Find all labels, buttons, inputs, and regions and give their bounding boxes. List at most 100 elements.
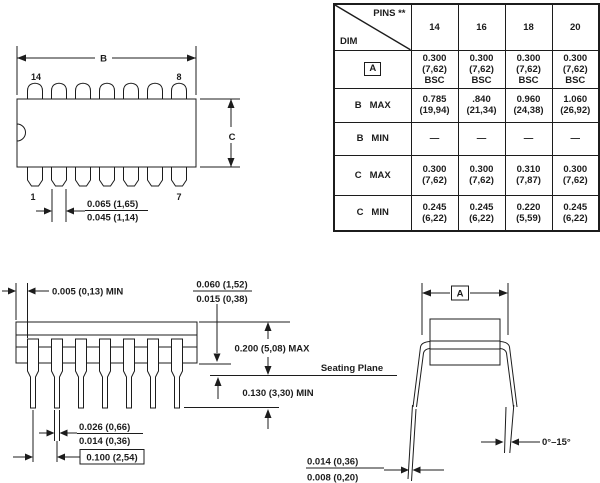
c-dim-extension-lines (200, 98, 240, 168)
table-cell: 0.300 (7,62) (410, 154, 459, 196)
body-parting-lines (430, 340, 500, 350)
package-body-end-view (429, 318, 501, 366)
top-row-pins (27, 82, 187, 100)
table-cell: 0.785 (19,94) (410, 87, 459, 123)
lead-outer-edge (412, 341, 431, 408)
standoff-max: 0.060 (1,52) (196, 280, 247, 291)
edge-to-lead-extension-lines (15, 283, 28, 338)
arrowhead-left (59, 429, 68, 437)
arrowhead-down (264, 366, 272, 375)
table-cell: 0.300 (7,62) (457, 154, 506, 196)
side-view: 0.005 (0,13) MIN 0.060 (1,52) 0.015 (0,3… (2, 280, 397, 465)
table-row: B MAX 0.785 (19,94) .840 (21,34) 0.960 (… (333, 87, 600, 123)
boxed-a-label: A (364, 62, 382, 77)
pin (75, 338, 87, 409)
arrowhead-up (227, 99, 235, 108)
row-label-b-max: B MAX (333, 87, 412, 123)
row-label-b-min: B MIN (333, 121, 412, 156)
pin (27, 82, 43, 100)
pin8-label: 8 (176, 72, 181, 82)
table-cell: 0.300 (7,62) BSC (457, 49, 506, 89)
pin (51, 82, 67, 100)
table-cell: — (551, 121, 600, 156)
pin (171, 82, 187, 100)
table-cell: 1.060 (26,92) (551, 87, 600, 123)
table-row: A 0.300 (7,62) BSC 0.300 (7,62) BSC 0.30… (333, 49, 600, 89)
pins-header-label: PINS ** (373, 8, 406, 19)
side-lead-width-min: 0.014 (0,36) (79, 436, 130, 447)
pin (51, 338, 63, 409)
pin (147, 166, 163, 187)
table-cell: 0.300 (7,62) BSC (410, 49, 459, 89)
table-cell: .840 (21,34) (457, 87, 506, 123)
pin (99, 338, 111, 409)
arrowhead-up (264, 409, 272, 418)
diagonal-divider (335, 5, 411, 50)
pin (27, 166, 43, 187)
row-label-a: A (333, 49, 412, 89)
table-row: C MIN 0.245 (6,22) 0.245 (6,22) 0.220 (5… (333, 194, 600, 232)
arrowhead-down (213, 353, 221, 362)
table-cell: 0.300 (7,62) BSC (551, 49, 600, 89)
table-cell: 0.245 (6,22) (551, 194, 600, 232)
arrowhead-left (27, 287, 36, 295)
height-dim: 0.200 (5,08) MAX (235, 344, 311, 355)
pin (123, 82, 139, 100)
lead-tip-outer (509, 404, 515, 454)
pin (171, 338, 183, 409)
table-header-corner: PINS ** DIM (333, 3, 412, 51)
pin (99, 166, 115, 187)
table-cell: 0.300 (7,62) (551, 154, 600, 196)
pitch-dim-box (79, 449, 145, 465)
arrowhead-right (25, 453, 33, 461)
left-lead (407, 341, 431, 482)
table-cell: 0.220 (5,59) (504, 194, 553, 232)
b-dim-extension-lines (16, 46, 197, 95)
pin (123, 338, 135, 409)
lead-width-min: 0.045 (1,14) (87, 213, 138, 224)
pin (171, 166, 187, 187)
right-lead (499, 341, 518, 454)
table-row: C MAX 0.300 (7,62) 0.300 (7,62) 0.310 (7… (333, 154, 600, 196)
dimensions-table: PINS ** DIM 14 16 18 20 A 0.300 (7,62) B… (333, 3, 600, 233)
table-cell: — (410, 121, 459, 156)
lead-inner-edge (499, 348, 514, 408)
dim-header-label: DIM (340, 35, 358, 47)
row-label-c-min: C MIN (333, 194, 412, 232)
arrowhead-right (8, 287, 16, 295)
end-view: A 0°–15° 0.014 (0,36) 0.008 (0,20) (306, 283, 571, 483)
lead-thickness-max: 0.014 (0,36) (307, 457, 358, 468)
lead-below-dim: 0.130 (3,30) MIN (242, 388, 313, 399)
arrowhead-left (412, 466, 421, 474)
pin14-label: 14 (31, 72, 41, 82)
pin (27, 338, 39, 409)
column-header-pins: 14 (410, 3, 459, 51)
c-dim-label: C (229, 132, 236, 143)
top-view: B 14 8 1 7 C (16, 46, 240, 224)
table-cell: 0.960 (24,38) (504, 87, 553, 123)
arrowhead-right (495, 438, 504, 446)
pin (99, 82, 115, 100)
pitch-extension-lines (32, 410, 60, 462)
table-cell: — (504, 121, 553, 156)
b-dim-label: B (100, 54, 107, 65)
arrowhead-left (57, 453, 65, 461)
seating-plane-label: Seating Plane (321, 363, 383, 374)
arrowhead-left (66, 207, 74, 215)
lead-angle-dim: 0°–15° (542, 437, 571, 448)
table-row: B MIN — — — — (333, 121, 600, 156)
package-body-top-view (16, 98, 197, 168)
row-label-c-max: C MAX (333, 154, 412, 196)
lead-tip-inner (411, 408, 417, 482)
pin7-label: 7 (176, 192, 181, 202)
pin (147, 82, 163, 100)
pin (75, 166, 91, 187)
arrowhead-right (46, 429, 55, 437)
standoff-min: 0.015 (0,38) (196, 294, 247, 305)
lead-width-extension-lines (51, 189, 67, 222)
lead-outer-edge (499, 341, 518, 408)
arrowhead-left (17, 54, 26, 62)
table-cell: 0.310 (7,87) (504, 154, 553, 196)
